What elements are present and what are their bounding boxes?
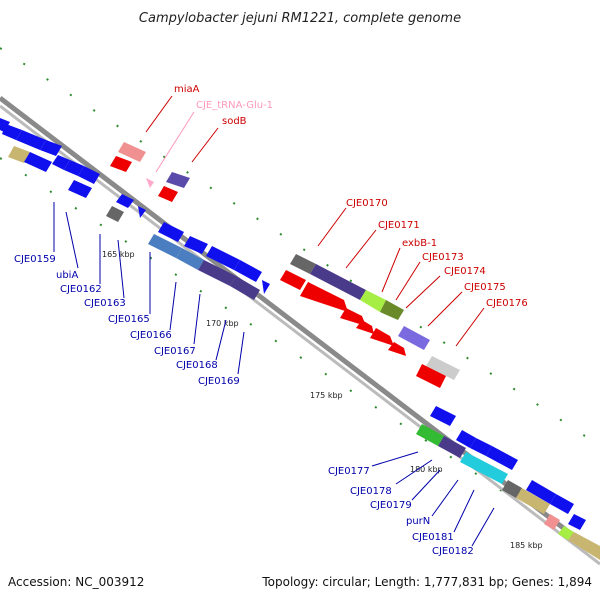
gene-arrow: [416, 364, 446, 388]
gene-arrow: [206, 246, 240, 270]
gene-arrow: [380, 300, 404, 320]
gene-label-CJE0163: CJE0163: [84, 298, 126, 309]
gene-label-CJE0159: CJE0159: [14, 254, 56, 265]
gene-label-CJE0178: CJE0178: [350, 486, 392, 497]
gene-arrow: [2, 124, 22, 140]
gene-arrow: [568, 514, 586, 530]
gene-arrow: [40, 140, 62, 156]
tick-label-185: 185 kbp: [510, 541, 543, 550]
gene-arrow: [16, 130, 46, 150]
gene-arrow: [340, 308, 366, 326]
gene-cluster-mid: [148, 222, 270, 300]
gene-label-CJE0181: CJE0181: [412, 532, 454, 543]
gene-arrow: [550, 494, 574, 514]
tick-label-175: 175 kbp: [310, 391, 343, 400]
genome-summary-text: Topology: circular; Length: 1,777,831 bp…: [261, 575, 592, 589]
gene-label-CJE0176: CJE0176: [486, 298, 528, 309]
gene-label-CJE0182: CJE0182: [432, 546, 474, 557]
gene-arrow: [486, 446, 518, 470]
gene-label-ubiA: ubiA: [56, 270, 78, 281]
gene-arrow: [516, 488, 550, 514]
gene-label-purN: purN: [406, 516, 430, 527]
gene-arrow: [146, 178, 154, 188]
gene-arrow: [544, 514, 560, 530]
gene-label-CJE0173: CJE0173: [422, 252, 464, 263]
gene-arrow: [24, 152, 52, 172]
gene-cluster-left: [0, 118, 100, 198]
gene-label-CJE0179: CJE0179: [370, 500, 412, 511]
gene-label-CJE0168: CJE0168: [176, 360, 218, 371]
tick-label-170: 170 kbp: [206, 319, 239, 328]
gene-arrow: [370, 328, 394, 346]
gene-label-CJE0165: CJE0165: [108, 314, 150, 325]
gene-arrow: [430, 406, 456, 426]
gene-arrow: [118, 142, 146, 162]
gene-arrow: [300, 282, 348, 312]
gene-arrow: [280, 270, 306, 290]
gene-arrow: [290, 254, 316, 274]
reverse-labels: CJE0159 ubiA CJE0162 CJE0163 CJE0165 CJE…: [14, 202, 495, 557]
gene-arrow: [234, 260, 262, 282]
gene-arrow: [558, 526, 574, 540]
gene-label-CJE0162: CJE0162: [60, 284, 102, 295]
gene-arrow: [230, 276, 260, 300]
map-title: Campylobacter jejuni RM1221, complete ge…: [139, 11, 461, 26]
gene-arrow: [416, 424, 444, 446]
gene-arrow: [456, 430, 476, 448]
gene-arrow: [310, 264, 366, 300]
gene-arrow: [8, 146, 30, 163]
gene-cluster-right: [416, 406, 600, 560]
gene-label-miaA: miaA: [174, 84, 200, 95]
gene-label-CJE0171: CJE0171: [378, 220, 420, 231]
gene-arrow: [426, 356, 460, 380]
tick-label-180: 180 kbp: [410, 465, 443, 474]
gene-arrow: [470, 438, 492, 456]
accession-text: Accession: NC_003912: [8, 575, 144, 589]
gene-label-CJE0167: CJE0167: [154, 346, 196, 357]
gene-label-CJE0169: CJE0169: [198, 376, 240, 387]
forward-labels: miaA CJE_tRNA-Glu-1 sodB CJE0170 CJE0171…: [145, 84, 528, 347]
gene-label-sodB: sodB: [222, 116, 247, 127]
gene-arrow: [64, 160, 84, 176]
gene-arrow: [166, 172, 190, 188]
gene-arrow: [138, 206, 146, 218]
gene-arrow: [438, 436, 466, 458]
gene-arrow: [502, 480, 522, 498]
gene-label-CJE0174: CJE0174: [444, 266, 486, 277]
gene-arrow: [0, 118, 10, 132]
gene-arrow: [68, 180, 92, 198]
gene-arrow: [568, 532, 600, 560]
inner-tick-track: [0, 157, 600, 557]
gene-arrow: [184, 236, 208, 254]
gene-arrow: [158, 222, 184, 242]
gene-cluster-forward: [280, 254, 460, 388]
gene-label-CJE0166: CJE0166: [130, 330, 172, 341]
tick-label-165: 165 kbp: [102, 250, 135, 259]
gene-arrow: [148, 234, 182, 258]
gene-arrow: [388, 342, 406, 356]
gene-arrow: [106, 206, 124, 222]
gene-arrow: [78, 166, 100, 184]
gene-arrow: [526, 480, 556, 504]
gene-arrow: [198, 260, 236, 286]
gene-label-CJE0177: CJE0177: [328, 466, 370, 477]
gene-arrow: [158, 186, 178, 202]
gene-arrow: [356, 320, 374, 334]
gene-label-exbB-1: exbB-1: [402, 238, 437, 249]
gene-arrow: [116, 194, 134, 208]
gene-arrow: [398, 326, 430, 350]
gene-arrow: [52, 155, 70, 170]
gene-arrow: [110, 156, 132, 172]
gene-arrow: [360, 290, 386, 312]
gene-label-tRNA-Glu: CJE_tRNA-Glu-1: [196, 100, 273, 111]
gene-label-CJE0170: CJE0170: [346, 198, 388, 209]
gene-cluster-mia: [106, 142, 190, 222]
outer-tick-track: [0, 47, 600, 447]
gene-arrow: [262, 280, 270, 294]
gene-label-CJE0175: CJE0175: [464, 282, 506, 293]
gene-arrow: [176, 248, 204, 270]
gene-arrow: [460, 452, 508, 484]
